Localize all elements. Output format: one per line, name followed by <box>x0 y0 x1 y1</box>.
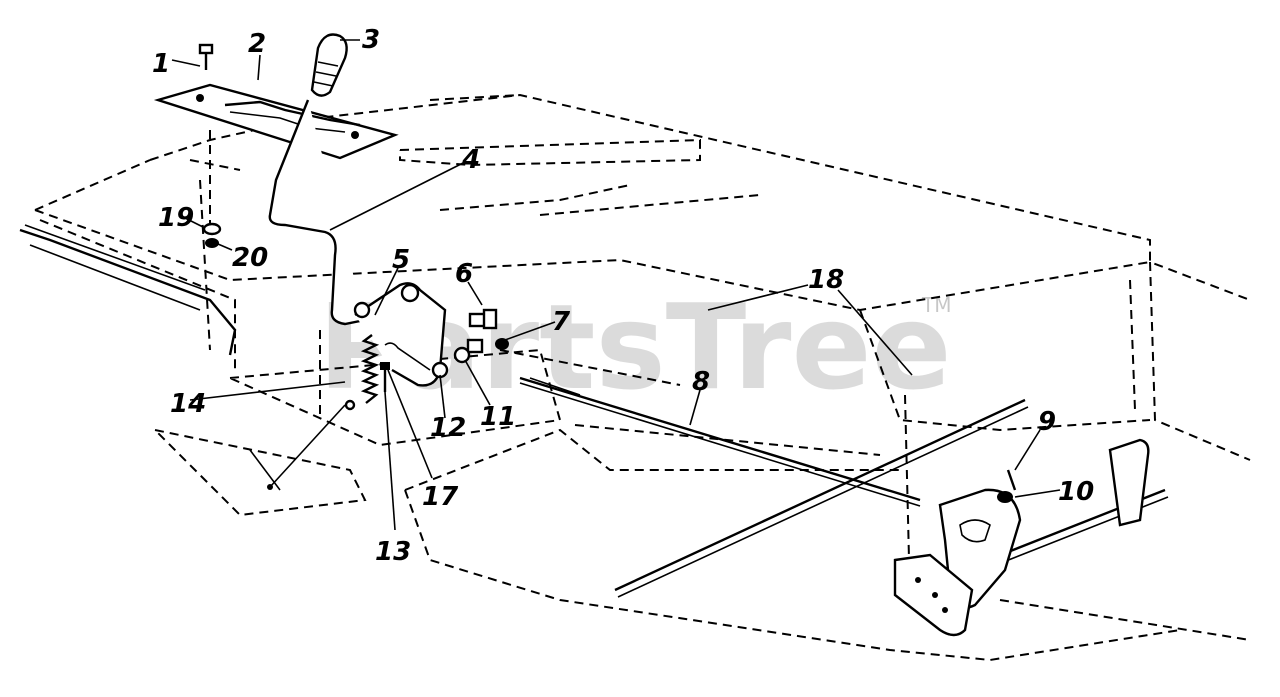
rear-shaft <box>974 438 1169 573</box>
shift-arm-plate <box>893 488 1022 637</box>
screw <box>198 43 214 70</box>
cross-rod <box>614 398 1029 598</box>
callout-8: 8 <box>692 367 710 397</box>
callout-7: 7 <box>552 307 571 337</box>
callout-2: 2 <box>248 29 266 59</box>
pedal-bracket <box>249 449 281 491</box>
callout-12: 12 <box>430 413 466 443</box>
leader-lines <box>171 39 1061 531</box>
callout-14: 14 <box>170 389 206 419</box>
callout-19: 19 <box>158 203 194 233</box>
bolt <box>380 362 390 392</box>
callout-18: 18 <box>808 265 844 295</box>
callout-17: 17 <box>422 482 459 512</box>
callout-20: 20 <box>232 243 268 273</box>
callout-13: 13 <box>375 537 411 567</box>
pins <box>431 308 509 379</box>
front-pan <box>19 224 237 356</box>
washer-and-nut <box>202 222 222 248</box>
callout-6: 6 <box>455 259 473 289</box>
pin-and-washer <box>997 469 1017 503</box>
callout-1: 1 <box>152 49 170 79</box>
tractor-body-outline <box>34 93 1251 662</box>
callout-11: 11 <box>480 402 516 432</box>
shift-lever <box>268 99 366 326</box>
callout-10: 10 <box>1058 477 1094 507</box>
callout-labels: 1 2 3 4 5 6 7 8 9 10 11 12 13 14 17 18 1… <box>152 25 1094 567</box>
spring <box>344 334 380 411</box>
shift-knob <box>310 33 348 97</box>
shift-plate <box>153 83 399 160</box>
callout-9: 9 <box>1038 407 1056 437</box>
callout-4: 4 <box>461 145 480 175</box>
callout-5: 5 <box>392 245 410 275</box>
callout-3: 3 <box>362 25 380 55</box>
